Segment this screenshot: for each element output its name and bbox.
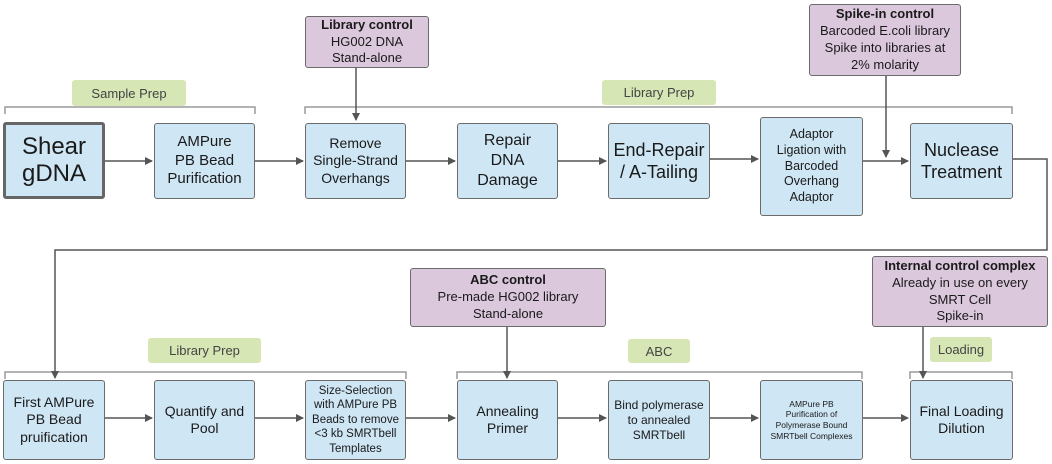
step-label-line: Quantify and — [164, 402, 245, 419]
step-label-line: Treatment — [920, 162, 1003, 182]
step-label-line: Adaptor — [789, 189, 834, 204]
step-label-line: Remove — [329, 134, 382, 151]
tag-abc: ABC — [628, 339, 690, 363]
step-label-line: Single-Strand — [313, 152, 398, 169]
internal-control-box: Internal control complex Already in use … — [872, 256, 1048, 327]
step-label-line: Final Loading — [919, 402, 1004, 419]
step-label-line: Purification — [167, 170, 242, 188]
step-label-line: Ligation with — [776, 143, 847, 158]
step-label-line: PB Bead — [174, 151, 235, 169]
library-control-title: Library control — [321, 16, 413, 32]
bracket-sample-prep — [4, 106, 256, 114]
step-annealing-primer: Annealing Primer — [457, 380, 558, 460]
step-label-line: to annealed — [627, 412, 691, 427]
bracket-abc — [456, 371, 863, 379]
step-label-line: First AMPure — [13, 393, 95, 410]
step-ampure-purification-complexes: AMPure PB Purification of Polymerase Bou… — [760, 380, 863, 460]
step-label-line: pruification — [20, 428, 88, 445]
step-label-line: AMPure — [177, 132, 232, 150]
abc-control-box: ABC control Pre-made HG002 library Stand… — [410, 268, 606, 327]
step-bind-polymerase: Bind polymerase to annealed SMRTbell — [608, 380, 710, 460]
library-control-box: Library control HG002 DNA Stand-alone — [305, 16, 429, 68]
step-label-line: End-Repair — [613, 139, 705, 160]
step-first-ampure: First AMPure PB Bead pruification — [3, 380, 105, 460]
step-label-line: AMPure PB — [789, 398, 834, 409]
bracket-library-prep-top — [304, 106, 1013, 114]
step-final-loading-dilution: Final Loading Dilution — [910, 380, 1013, 460]
step-size-selection: Size-Selection with AMPure PB Beads to r… — [305, 380, 406, 460]
tag-library-prep-top: Library Prep — [602, 80, 716, 105]
step-label-line: SMRTbell Complexes — [770, 430, 853, 441]
internal-control-line: Already in use on every — [892, 274, 1028, 290]
step-label-line: Adaptor — [789, 127, 834, 142]
step-label-line: Overhang — [784, 174, 839, 189]
step-label-line: Barcoded — [784, 158, 839, 173]
step-label-line: Overhangs — [321, 169, 390, 186]
bracket-library-prep-bottom — [4, 371, 407, 379]
arrow-wrap-to-bottom-row — [51, 158, 1048, 379]
tag-sample-prep: Sample Prep — [72, 80, 186, 106]
step-end-repair-a-tailing: End-Repair / A-Tailing — [608, 123, 710, 199]
library-control-line: HG002 DNA — [330, 33, 404, 49]
abc-control-title: ABC control — [470, 272, 546, 288]
spike-in-control-line: Spike into libraries at — [824, 40, 946, 55]
step-label-line: Nuclease — [923, 139, 1000, 160]
spike-in-control-title: Spike-in control — [835, 6, 935, 22]
step-label-line: DNA — [490, 152, 525, 169]
step-quantify-pool: Quantify and Pool — [154, 380, 255, 460]
step-label-line: SMRTbell — [632, 427, 686, 442]
step-label-line: Pool — [190, 420, 219, 436]
step-label-line: Repair — [483, 132, 532, 149]
abc-control-line: Stand-alone — [472, 305, 544, 321]
step-label-line: <3 kb SMRTbell — [314, 428, 397, 441]
step-label-line: gDNA — [21, 159, 87, 187]
step-label-line: Shear — [21, 133, 87, 161]
step-remove-overhangs: Remove Single-Strand Overhangs — [305, 123, 406, 199]
step-label-line: Templates — [329, 442, 382, 455]
abc-control-line: Pre-made HG002 library — [437, 289, 579, 305]
step-label-line: Bind polymerase — [614, 397, 704, 412]
step-label-line: with AMPure PB — [313, 399, 398, 412]
tag-library-prep-bottom: Library Prep — [148, 338, 261, 363]
step-label-line: Polymerase Bound — [775, 420, 848, 430]
step-label-line: Size-Selection — [318, 385, 393, 398]
internal-control-line: SMRT Cell — [928, 291, 992, 307]
library-control-line: Stand-alone — [331, 50, 403, 66]
spike-in-control-box: Spike-in control Barcoded E.coli library… — [809, 4, 961, 76]
step-label-line: Primer — [486, 420, 529, 436]
internal-control-line: Spike-in — [936, 308, 984, 324]
step-label-line: PB Bead — [26, 411, 82, 428]
step-repair-dna-damage: Repair DNA Damage — [457, 123, 558, 199]
step-adaptor-ligation: Adaptor Ligation with Barcoded Overhang … — [760, 117, 863, 216]
step-label-line: Annealing — [476, 402, 539, 419]
step-nuclease-treatment: Nuclease Treatment — [910, 123, 1013, 199]
step-label-line: Damage — [477, 172, 538, 189]
spike-in-control-line: 2% molarity — [851, 56, 919, 72]
spike-in-control-line: Barcoded E.coli library — [819, 23, 951, 39]
bracket-loading — [909, 371, 1013, 379]
step-label-line: Beads to remove — [312, 413, 399, 426]
internal-control-title: Internal control complex — [884, 257, 1036, 273]
step-ampure-purification: AMPure PB Bead Purification — [154, 123, 255, 199]
step-shear-gdna: Shear gDNA — [3, 122, 105, 199]
step-label-line: Purification of — [785, 409, 838, 420]
step-label-line: / A-Tailing — [619, 162, 699, 182]
step-label-line: Dilution — [938, 420, 985, 436]
tag-loading: Loading — [930, 337, 992, 362]
